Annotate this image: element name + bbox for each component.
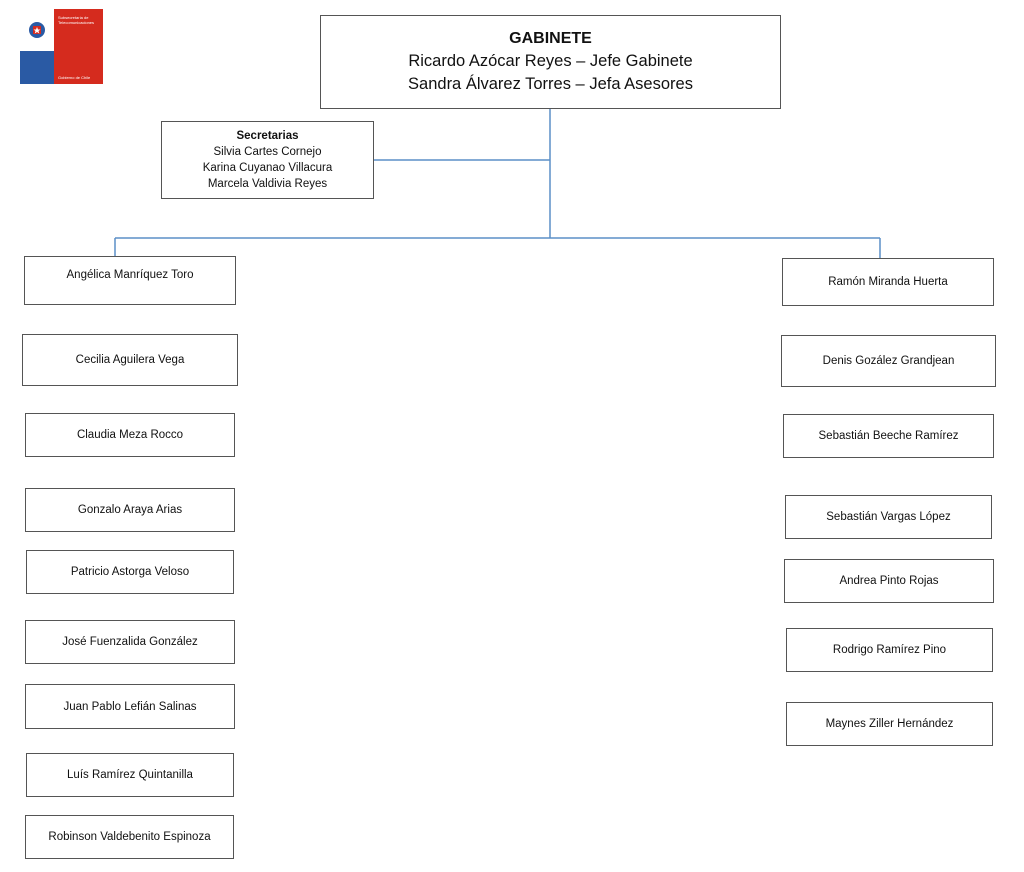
person-name: Cecilia Aguilera Vega (75, 354, 185, 366)
right-person-box: Denis Gozález Grandjean (781, 335, 996, 387)
person-name: Juan Pablo Lefián Salinas (63, 700, 197, 713)
right-person-box: Andrea Pinto Rojas (784, 559, 994, 603)
person-name: Andrea Pinto Rojas (839, 575, 939, 587)
person-name: Rodrigo Ramírez Pino (832, 644, 947, 656)
right-person-box: Sebastián Vargas López (785, 495, 992, 539)
secretarias-title: Secretarias (236, 130, 299, 142)
person-name: Patricio Astorga Veloso (70, 566, 190, 578)
right-person-box: Ramón Miranda Huerta (782, 258, 994, 306)
person-name: Gonzalo Araya Arias (77, 504, 183, 516)
left-person-box: Patricio Astorga Veloso (26, 550, 234, 594)
gabinete-box: GABINETE Ricardo Azócar Reyes – Jefe Gab… (320, 15, 781, 109)
person-name: Sebastián Vargas López (826, 511, 951, 523)
left-person-box: Claudia Meza Rocco (25, 413, 235, 457)
secretaria-name: Silvia Cartes Cornejo (213, 146, 322, 158)
logo-footer-text: Gobierno de Chile (58, 75, 91, 80)
person-name: Angélica Manríquez Toro (66, 269, 194, 281)
left-person-box: Angélica Manríquez Toro (24, 256, 236, 305)
right-person-box: Maynes Ziller Hernández (786, 702, 993, 746)
person-name: Maynes Ziller Hernández (825, 718, 954, 730)
gabinete-advisors-chief: Sandra Álvarez Torres – Jefa Asesores (408, 75, 693, 93)
logo-institution-text: Subsecretaría de Telecomunicaciones (58, 15, 95, 25)
person-name: Robinson Valdebenito Espinoza (48, 831, 211, 843)
gabinete-title: GABINETE (509, 30, 592, 47)
person-name: Sebastián Beeche Ramírez (818, 430, 959, 442)
secretarias-box: Secretarias Silvia Cartes Cornejo Karina… (161, 121, 374, 199)
person-name: José Fuenzalida González (62, 636, 198, 648)
government-logo: Subsecretaría de Telecomunicaciones Gobi… (20, 9, 103, 84)
person-name: Luís Ramírez Quintanilla (67, 769, 193, 781)
person-name: Ramón Miranda Huerta (828, 276, 948, 288)
secretaria-name: Karina Cuyanao Villacura (202, 162, 333, 174)
left-person-box: Cecilia Aguilera Vega (22, 334, 238, 386)
person-name: Claudia Meza Rocco (76, 429, 184, 441)
left-person-box: Gonzalo Araya Arias (25, 488, 235, 532)
right-person-box: Rodrigo Ramírez Pino (786, 628, 993, 672)
coat-of-arms-icon (29, 22, 45, 38)
left-person-box: Luís Ramírez Quintanilla (26, 753, 234, 797)
gabinete-chief: Ricardo Azócar Reyes – Jefe Gabinete (408, 52, 693, 70)
left-person-box: José Fuenzalida González (25, 620, 235, 664)
secretaria-name: Marcela Valdivia Reyes (207, 178, 328, 190)
right-person-box: Sebastián Beeche Ramírez (783, 414, 994, 458)
left-person-box: Robinson Valdebenito Espinoza (25, 815, 234, 859)
left-person-box: Juan Pablo Lefián Salinas (25, 684, 235, 729)
person-name: Denis Gozález Grandjean (822, 355, 955, 367)
